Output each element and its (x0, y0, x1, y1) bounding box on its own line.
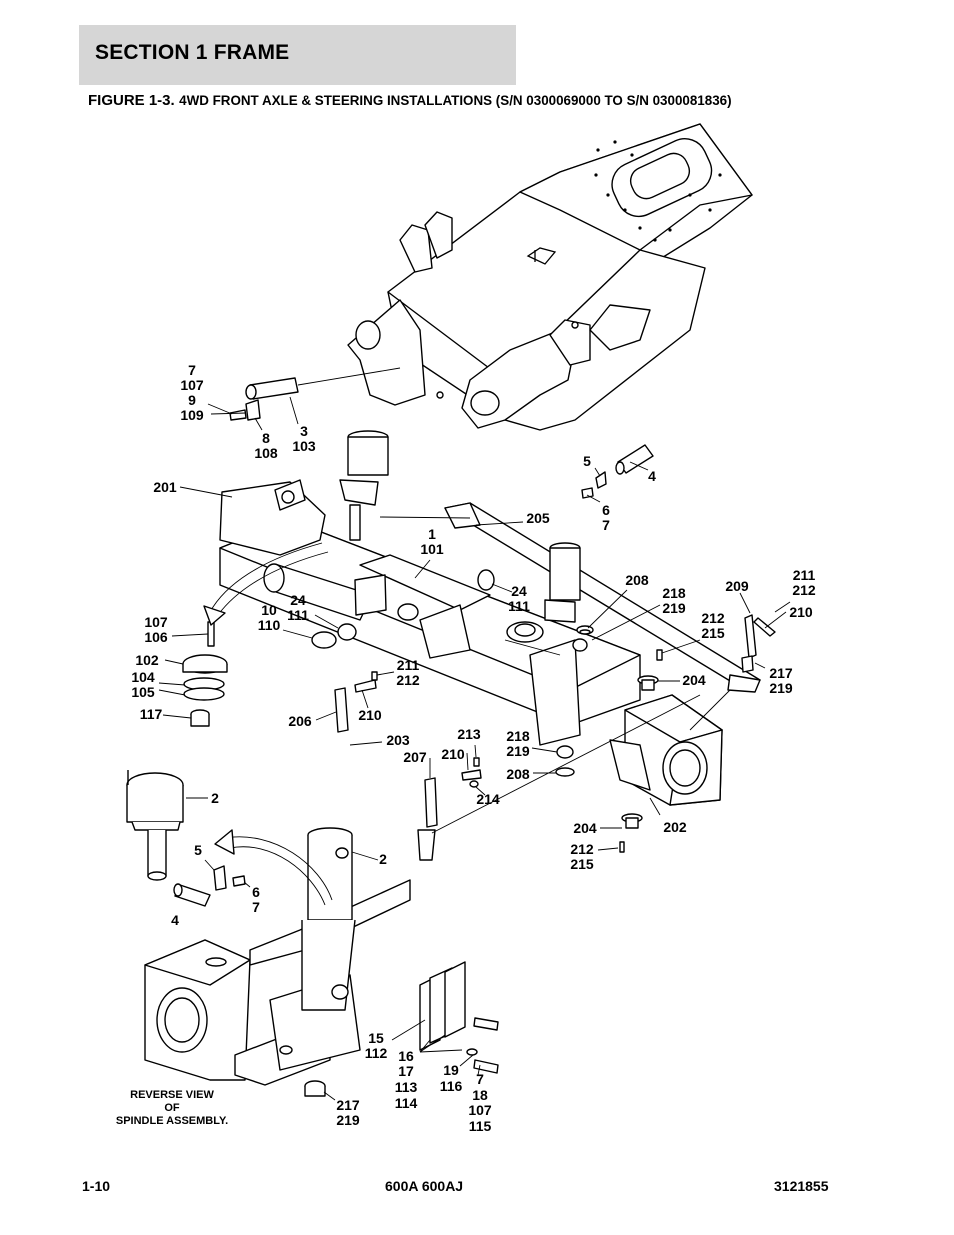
callout-210-b: 210 (358, 707, 382, 723)
steering-cylinder-left (339, 430, 389, 541)
callout-207: 207 (403, 749, 427, 765)
callout-201: 201 (153, 479, 177, 495)
callout-117: 117 (140, 706, 163, 722)
bumper-stack (182, 621, 357, 727)
footer-model: 600A 600AJ (385, 1178, 464, 1194)
pivot-pin-upper-left (229, 367, 401, 421)
callout-204-b: 204 (573, 820, 597, 836)
callout-204-a: 204 (682, 672, 706, 688)
callout-210-a: 210 (789, 604, 813, 620)
hardware-small-parts (334, 614, 776, 861)
direction-arrow-lower (214, 829, 333, 906)
callout-203: 203 (386, 732, 410, 748)
figure-label: FIGURE 1-3. (88, 92, 175, 109)
direction-arrow-upper (203, 542, 329, 626)
leader-lines (158, 396, 791, 1101)
tie-rod-205 (379, 502, 761, 693)
axle-beam (219, 479, 641, 746)
footer-doc-number: 3121855 (774, 1178, 829, 1194)
callout-210-c: 210 (441, 746, 465, 762)
callout-2-a: 2 (211, 790, 219, 806)
callout-102: 102 (135, 652, 159, 668)
callout-208-b: 208 (506, 766, 530, 782)
figure-caption: FIGURE 1-3. 4WD FRONT AXLE & STEERING IN… (88, 92, 732, 110)
callout-209: 209 (725, 578, 749, 594)
callout-2-b: 2 (379, 851, 387, 867)
callout-208-a: 208 (625, 572, 649, 588)
spindle-202 (609, 675, 731, 853)
reverse-view-spindle (126, 770, 499, 1097)
callout-4-top: 4 (648, 468, 656, 484)
callout-5-bottom: 5 (194, 842, 202, 858)
callout-214: 214 (476, 791, 500, 807)
figure-title: 4WD FRONT AXLE & STEERING INSTALLATIONS … (179, 93, 732, 108)
chassis-frame (347, 123, 753, 431)
section-title: SECTION 1 FRAME (95, 41, 290, 64)
section-banner (79, 25, 516, 85)
pivot-pin-right (581, 444, 654, 499)
callout-206: 206 (288, 713, 312, 729)
callout-4-bottom: 4 (171, 912, 179, 928)
callout-205: 205 (526, 510, 550, 526)
callout-213: 213 (457, 726, 481, 742)
footer-page-number: 1-10 (82, 1178, 111, 1194)
callout-5-top: 5 (583, 453, 591, 469)
callout-202: 202 (663, 819, 687, 835)
cylinder-203 (263, 563, 387, 621)
